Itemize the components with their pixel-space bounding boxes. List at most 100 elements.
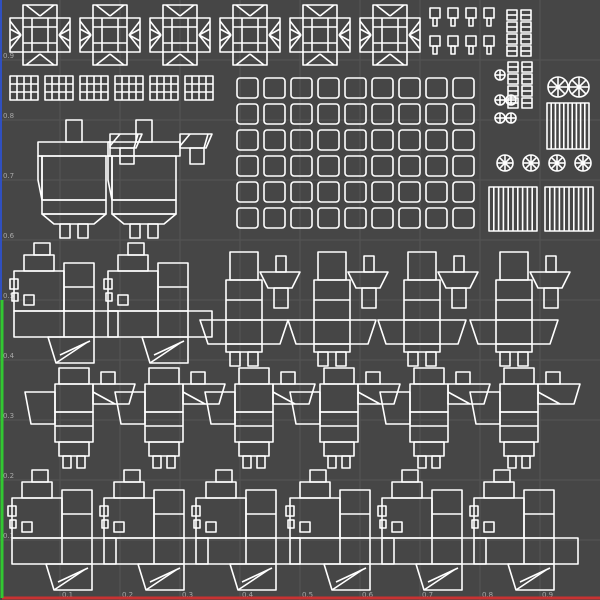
uv-island-box-unfold[interactable] — [199, 251, 301, 367]
uv-island-box-unfold[interactable] — [204, 367, 316, 469]
uv-island-strip[interactable] — [506, 45, 518, 57]
uv-island-rounded-square[interactable] — [344, 103, 367, 125]
uv-island-cross[interactable] — [79, 4, 141, 66]
uv-island-wheel[interactable] — [522, 154, 540, 172]
uv-island-rounded-square[interactable] — [452, 77, 475, 99]
uv-island-box-unfold[interactable] — [99, 469, 209, 591]
uv-island-rounded-square[interactable] — [317, 181, 340, 203]
uv-island-rounded-square[interactable] — [398, 77, 421, 99]
uv-island-plank[interactable] — [488, 186, 538, 232]
uv-island-box-unfold[interactable] — [287, 251, 389, 367]
uv-island-box-unfold[interactable] — [103, 242, 213, 364]
uv-island-disc[interactable] — [494, 112, 506, 124]
uv-island-box-unfold[interactable] — [7, 469, 117, 591]
uv-islands[interactable] — [7, 4, 594, 591]
uv-island-small[interactable] — [429, 7, 441, 27]
uv-island-rounded-square[interactable] — [290, 207, 313, 229]
uv-island-rounded-square[interactable] — [263, 181, 286, 203]
uv-island-rounded-square[interactable] — [371, 77, 394, 99]
uv-island-rounded-square[interactable] — [425, 77, 448, 99]
uv-island-cross[interactable] — [149, 4, 211, 66]
uv-island-wheel[interactable] — [574, 154, 592, 172]
uv-island-rounded-square[interactable] — [398, 181, 421, 203]
uv-island-rounded-square[interactable] — [371, 181, 394, 203]
uv-island-rounded-square[interactable] — [452, 129, 475, 151]
uv-island-strip[interactable] — [520, 21, 532, 33]
uv-island-wheel[interactable] — [568, 76, 590, 98]
uv-island-rounded-square[interactable] — [263, 77, 286, 99]
uv-island-grid-tile[interactable] — [44, 75, 74, 101]
uv-island-disc[interactable] — [494, 94, 506, 106]
uv-island-rounded-square[interactable] — [290, 77, 313, 99]
uv-island-small[interactable] — [447, 35, 459, 55]
uv-island-rounded-square[interactable] — [290, 129, 313, 151]
uv-island-rounded-square[interactable] — [344, 181, 367, 203]
uv-island-rounded-square[interactable] — [290, 181, 313, 203]
uv-island-rounded-square[interactable] — [398, 155, 421, 177]
uv-island-small[interactable] — [447, 7, 459, 27]
uv-island-rounded-square[interactable] — [263, 129, 286, 151]
uv-island-strip[interactable] — [506, 33, 518, 45]
uv-island-strip[interactable] — [507, 61, 519, 73]
uv-island-box-unfold[interactable] — [469, 367, 581, 469]
uv-island-rounded-square[interactable] — [425, 207, 448, 229]
uv-island-rounded-square[interactable] — [317, 77, 340, 99]
uv-island-strip[interactable] — [521, 61, 533, 73]
uv-island-strip[interactable] — [507, 73, 519, 85]
uv-island-strip[interactable] — [506, 9, 518, 21]
uv-island-strip[interactable] — [520, 9, 532, 21]
uv-island-rounded-square[interactable] — [398, 103, 421, 125]
uv-island-box-unfold[interactable] — [469, 251, 571, 367]
uv-island-strip[interactable] — [521, 73, 533, 85]
uv-island-rounded-square[interactable] — [425, 155, 448, 177]
uv-island-rounded-square[interactable] — [317, 207, 340, 229]
uv-island-box-unfold[interactable] — [377, 469, 487, 591]
uv-island-box-unfold[interactable] — [114, 367, 226, 469]
uv-island-box-unfold[interactable] — [377, 251, 479, 367]
uv-island-rounded-square[interactable] — [317, 129, 340, 151]
uv-island-rounded-square[interactable] — [371, 155, 394, 177]
uv-island-rounded-square[interactable] — [263, 155, 286, 177]
uv-island-grid-tile[interactable] — [114, 75, 144, 101]
uv-island-rounded-square[interactable] — [371, 207, 394, 229]
uv-island-small[interactable] — [483, 7, 495, 27]
uv-island-box-unfold[interactable] — [379, 367, 491, 469]
uv-island-box-unfold[interactable] — [469, 469, 579, 591]
uv-island-small[interactable] — [429, 35, 441, 55]
uv-island-rounded-square[interactable] — [425, 181, 448, 203]
uv-island-strip[interactable] — [521, 97, 533, 109]
uv-island-grid-tile[interactable] — [79, 75, 109, 101]
uv-island-grid-tile[interactable] — [149, 75, 179, 101]
uv-island-plank[interactable] — [544, 186, 594, 232]
uv-island-box-unfold[interactable] — [24, 367, 136, 469]
uv-island-small[interactable] — [465, 7, 477, 27]
uv-island-rounded-square[interactable] — [371, 103, 394, 125]
uv-island-rounded-square[interactable] — [236, 155, 259, 177]
uv-island-grid-tile[interactable] — [9, 75, 39, 101]
uv-island-box-unfold[interactable] — [285, 469, 395, 591]
uv-island-rounded-square[interactable] — [371, 129, 394, 151]
uv-island-rounded-square[interactable] — [263, 103, 286, 125]
uv-island-wheel[interactable] — [548, 154, 566, 172]
uv-island-rounded-square[interactable] — [290, 103, 313, 125]
uv-island-box-unfold[interactable] — [289, 367, 401, 469]
uv-island-rounded-square[interactable] — [290, 155, 313, 177]
uv-island-cabinet-unfold[interactable] — [37, 119, 143, 239]
uv-island-disc[interactable] — [505, 112, 517, 124]
uv-island-small[interactable] — [483, 35, 495, 55]
uv-island-cross[interactable] — [219, 4, 281, 66]
uv-island-rounded-square[interactable] — [452, 103, 475, 125]
uv-island-rounded-square[interactable] — [425, 103, 448, 125]
uv-island-strip[interactable] — [521, 85, 533, 97]
uv-island-rounded-square[interactable] — [398, 207, 421, 229]
uv-island-cross[interactable] — [359, 4, 421, 66]
uv-island-cabinet-unfold[interactable] — [107, 119, 213, 239]
uv-island-plank[interactable] — [546, 102, 590, 150]
uv-island-strip[interactable] — [520, 45, 532, 57]
uv-island-rounded-square[interactable] — [344, 207, 367, 229]
uv-island-strip[interactable] — [506, 21, 518, 33]
uv-island-wheel[interactable] — [547, 76, 569, 98]
uv-island-wheel[interactable] — [496, 154, 514, 172]
